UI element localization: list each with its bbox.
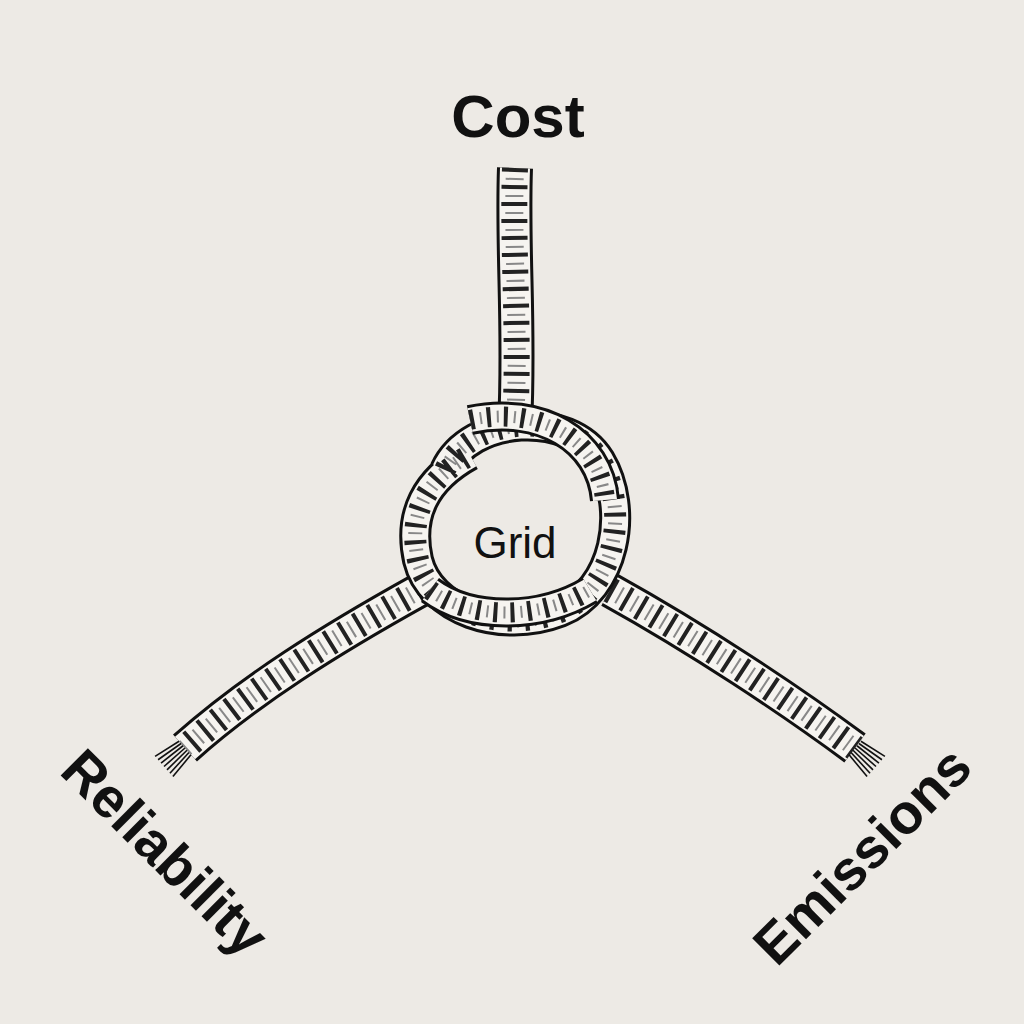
knot-loop: Grid [440,483,590,603]
frayed-end [853,750,873,770]
rope-strand [185,590,420,748]
frayed-end [855,748,876,766]
frayed-end [173,755,191,777]
node-label: Grid [473,518,556,568]
frayed-end [170,753,189,774]
rope-strand [430,590,590,613]
frayed-end [164,748,185,766]
frayed-end [155,741,179,756]
frayed-end [167,750,187,770]
frayed-end [857,746,879,763]
frayed-end [851,753,870,774]
rope-strand [514,168,516,425]
rope-strand [610,590,855,748]
rope-strand [470,417,605,500]
rope-end-label: Cost [451,82,584,151]
rope-end-label: Reliability [48,735,281,968]
frayed-end [849,755,867,777]
